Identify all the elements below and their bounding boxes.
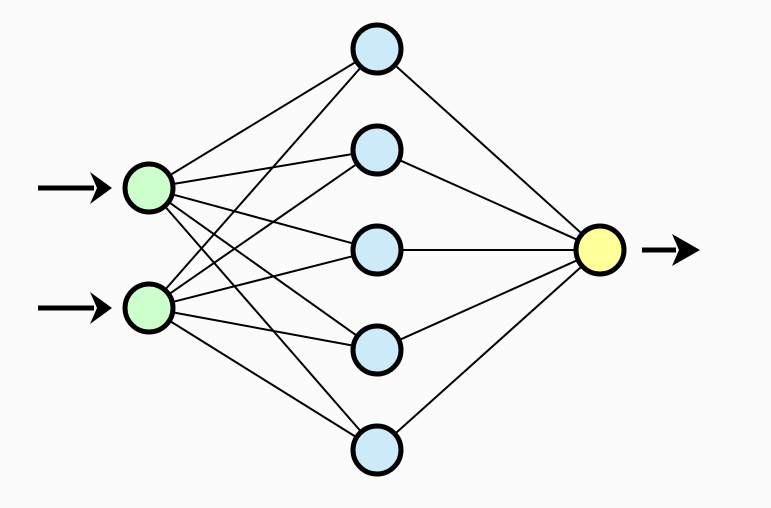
node-output-o1[interactable] xyxy=(573,223,627,277)
edge-i1-h3 xyxy=(170,193,356,245)
edge-h4-o1 xyxy=(397,258,580,342)
input-arrow-in1 xyxy=(38,172,112,204)
edge-i2-h5 xyxy=(167,319,359,439)
nodes-group xyxy=(122,22,627,477)
node-hidden-h2[interactable] xyxy=(350,123,404,177)
node-hidden-h4[interactable] xyxy=(350,323,404,377)
output-arrow-out1 xyxy=(642,234,700,266)
node-hidden-h1[interactable] xyxy=(350,22,404,76)
edge-h5-o1 xyxy=(393,264,584,436)
edge-i2-h4 xyxy=(171,311,355,347)
edge-i2-h3 xyxy=(171,254,355,304)
edges-group xyxy=(163,60,584,439)
edge-h2-o1 xyxy=(397,158,580,242)
edge-i2-h2 xyxy=(167,162,359,296)
node-input-i1[interactable] xyxy=(122,161,176,215)
node-hidden-h5[interactable] xyxy=(350,423,404,477)
edge-i1-h2 xyxy=(171,152,355,186)
edge-h1-o1 xyxy=(393,63,584,236)
arrow-head-icon xyxy=(90,292,112,324)
edge-i2-h1 xyxy=(163,65,363,292)
arrow-head-icon xyxy=(672,234,700,266)
edge-i1-h4 xyxy=(167,200,359,338)
arrow-head-icon xyxy=(90,172,112,204)
input-arrow-in2 xyxy=(38,292,112,324)
node-input-i2[interactable] xyxy=(122,281,176,335)
io-arrows-group xyxy=(38,172,700,324)
edge-i1-h1 xyxy=(168,60,358,177)
node-hidden-h3[interactable] xyxy=(350,223,404,277)
edge-i1-h5 xyxy=(163,204,363,434)
